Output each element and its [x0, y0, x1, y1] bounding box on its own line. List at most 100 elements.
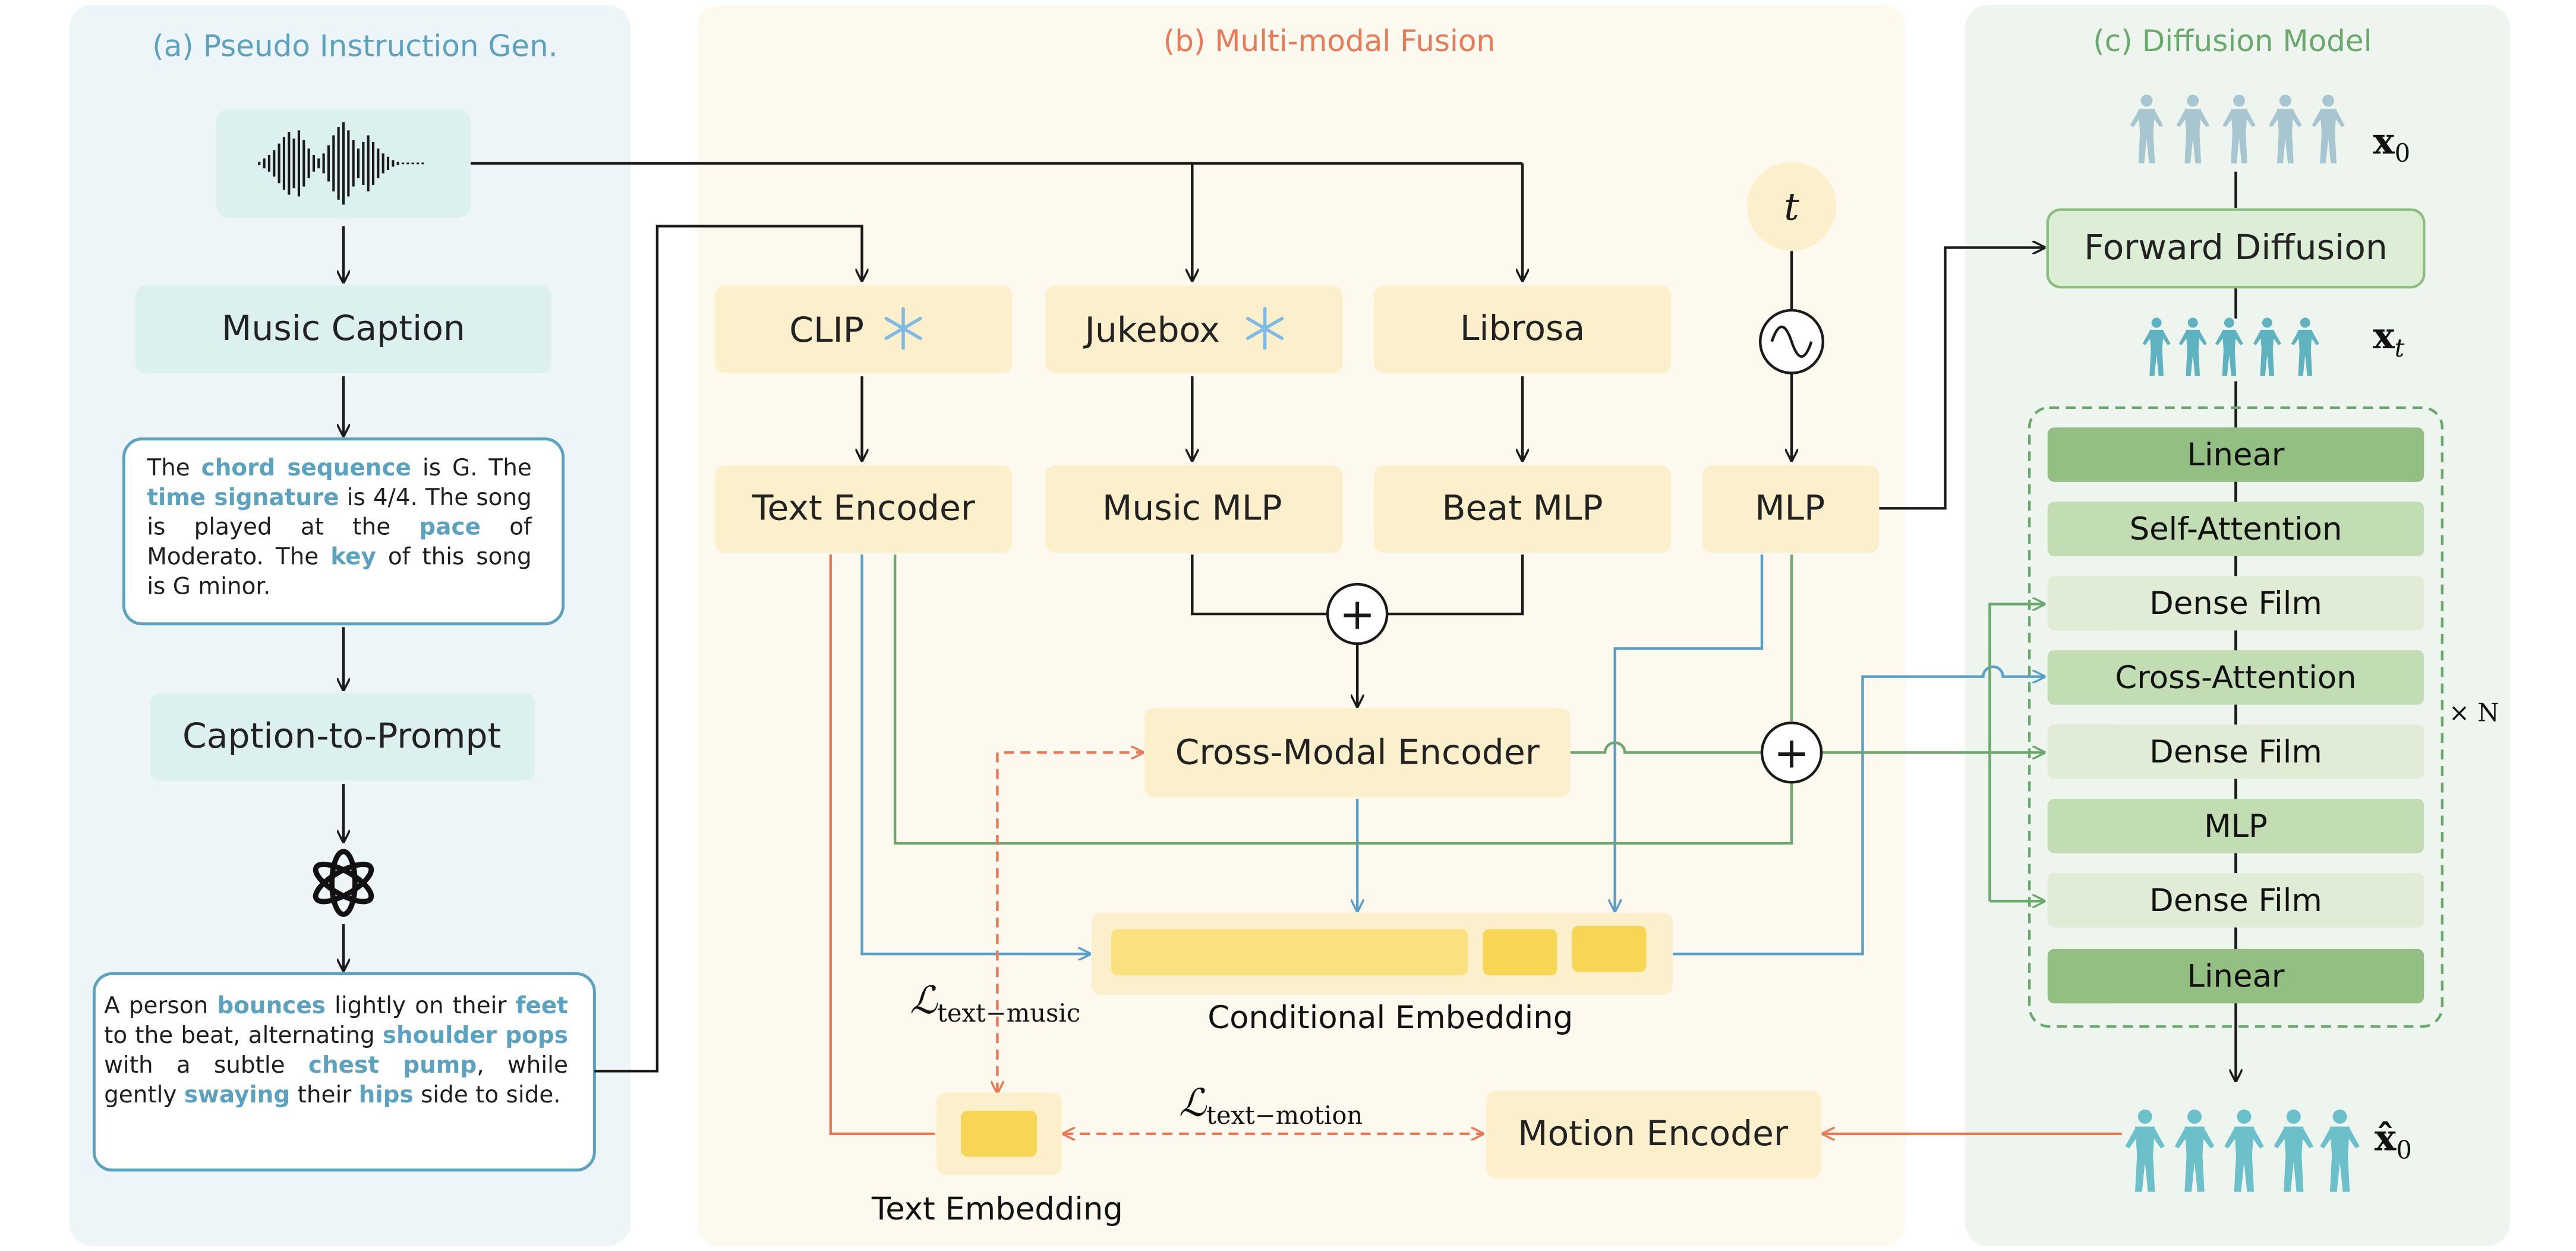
condition-sum-symbol: +	[1774, 728, 1810, 778]
snowflake-icon	[884, 307, 922, 350]
keyword-highlight: pace	[419, 515, 481, 541]
text-segment: to the beat, alternating	[104, 1023, 383, 1050]
panel-a-title: (a) Pseudo Instruction Gen.	[152, 29, 557, 63]
text-segment: A person	[104, 993, 217, 1020]
loss-text-music-dashed	[997, 752, 1143, 1092]
layer-label-7: Dense Film	[2149, 883, 2322, 919]
music-feature-segment	[1483, 929, 1557, 976]
xhat0-label: x̂0	[2375, 1117, 2412, 1165]
text-segment: is G. The	[411, 455, 532, 482]
motion-prompt-text: A person bounces lightly on their feet t…	[104, 992, 568, 1111]
layer-dense-film-1	[2047, 576, 2424, 631]
text-embedding-vector	[961, 1110, 1038, 1157]
layer-label-4: Cross-Attention	[2115, 660, 2356, 696]
layer-label-5: Dense Film	[2149, 734, 2322, 770]
arrow-prompt-to-clip	[594, 225, 862, 1073]
loss-text-music-symbol: ℒtext−music	[910, 979, 1080, 1028]
line-text-encoder-to-sum	[893, 554, 1793, 845]
beat-mlp-box	[1373, 465, 1672, 553]
keyword-highlight: feet	[515, 993, 568, 1020]
layer-label-6: MLP	[2204, 808, 2268, 844]
condition-sum-node	[1760, 721, 1823, 784]
music-mlp-label: Music MLP	[1102, 488, 1282, 528]
openai-logo-icon	[313, 849, 374, 917]
clip-box	[715, 285, 1013, 373]
layer-linear-1	[2047, 427, 2424, 482]
text-segment: with a subtle	[104, 1053, 308, 1080]
time-feature-segment	[1572, 925, 1647, 972]
jukebox-label: Jukebox	[1083, 310, 1220, 350]
keyword-highlight: chest pump	[308, 1053, 477, 1080]
arrow-mlp-to-conditional	[1615, 554, 1764, 911]
caption-to-prompt-box	[150, 693, 535, 781]
repeat-n-label: × N	[2449, 698, 2499, 727]
keyword-highlight: time signature	[147, 485, 339, 512]
text-segment: , while gently	[104, 1053, 568, 1110]
layer-dense-film-2	[2047, 724, 2424, 779]
layer-dense-film-3	[2047, 873, 2424, 928]
motion-encoder-label: Motion Encoder	[1518, 1113, 1788, 1154]
music-caption-label: Music Caption	[222, 308, 465, 348]
text-encoder-box	[715, 465, 1013, 553]
layer-label-8: Linear	[2187, 959, 2284, 995]
xt-label: xt	[2373, 315, 2404, 363]
caption-text-box	[122, 437, 565, 626]
cross-modal-encoder-box	[1144, 708, 1571, 798]
clip-label: CLIP	[789, 310, 864, 350]
layer-mlp	[2047, 799, 2424, 853]
text-segment: lightly on their	[325, 993, 516, 1020]
text-segment: is 4/4. The song is played at the	[147, 485, 532, 541]
text-segment: The	[147, 455, 201, 482]
text-encoder-label: Text Encoder	[752, 488, 975, 528]
motion-encoder-box	[1486, 1091, 1822, 1178]
line-beat-mlp-to-plus	[1387, 554, 1524, 616]
keyword-highlight: swaying	[184, 1082, 291, 1110]
keyword-highlight: key	[330, 544, 376, 571]
layer-label-3: Dense Film	[2149, 585, 2322, 622]
music-mlp-box	[1045, 465, 1343, 553]
music-sum-node	[1326, 582, 1389, 645]
text-embedding-label: Text Embedding	[871, 1191, 1123, 1227]
layer-cross-attention	[2047, 650, 2424, 705]
music-caption-text: The chord sequence is G. The time signat…	[147, 454, 532, 603]
forward-diffusion-box	[2046, 208, 2426, 289]
text-segment: their	[290, 1082, 359, 1110]
loss-text-motion-symbol: ℒtext−motion	[1179, 1081, 1363, 1130]
layer-label-2: Self-Attention	[2130, 511, 2342, 547]
text-segment: side to side.	[413, 1082, 561, 1110]
arrow-mlp-to-forward-diffusion	[1879, 248, 2044, 510]
text-feature-segment	[1111, 929, 1468, 976]
forward-diffusion-label: Forward Diffusion	[2084, 227, 2388, 267]
jukebox-box	[1045, 285, 1343, 373]
librosa-box	[1373, 285, 1672, 373]
line-text-encoder-to-text-embedding	[829, 554, 935, 1136]
waveform-icon	[258, 122, 424, 205]
time-mlp-box	[1702, 465, 1880, 553]
arrow-sum-to-dense-film-1	[1988, 604, 2044, 902]
layer-label-1: Linear	[2187, 437, 2284, 473]
timestep-circle	[1746, 162, 1837, 251]
layer-self-attention	[2047, 502, 2424, 556]
music-sum-symbol: +	[1339, 590, 1376, 639]
panel-b-background	[696, 5, 1906, 1246]
text-segment: of Moderato. The	[147, 515, 532, 571]
snowflake-icon	[1246, 307, 1284, 350]
transformer-block-frame	[2028, 406, 2444, 1028]
line-music-mlp-to-plus	[1191, 554, 1328, 616]
layer-linear-2	[2047, 949, 2424, 1004]
transformer-layers	[2047, 427, 2424, 1004]
librosa-label: Librosa	[1460, 308, 1585, 348]
caption-to-prompt-label: Caption-to-Prompt	[182, 716, 501, 756]
timestep-symbol: t	[1784, 185, 1799, 229]
sine-wave-icon	[1770, 325, 1813, 358]
line-cross-modal-to-sum	[1570, 741, 1762, 754]
keyword-highlight: bounces	[217, 993, 326, 1020]
panel-c-title: (c) Diffusion Model	[2093, 24, 2372, 58]
beat-mlp-label: Beat MLP	[1442, 488, 1603, 528]
panel-b-title: (b) Multi-modal Fusion	[1164, 24, 1495, 58]
keyword-highlight: hips	[358, 1082, 414, 1110]
text-segment: of this song is G minor.	[147, 544, 532, 601]
conditional-embedding-label: Conditional Embedding	[1207, 1000, 1573, 1036]
keyword-highlight: chord sequence	[201, 455, 411, 482]
music-caption-box	[135, 285, 552, 373]
